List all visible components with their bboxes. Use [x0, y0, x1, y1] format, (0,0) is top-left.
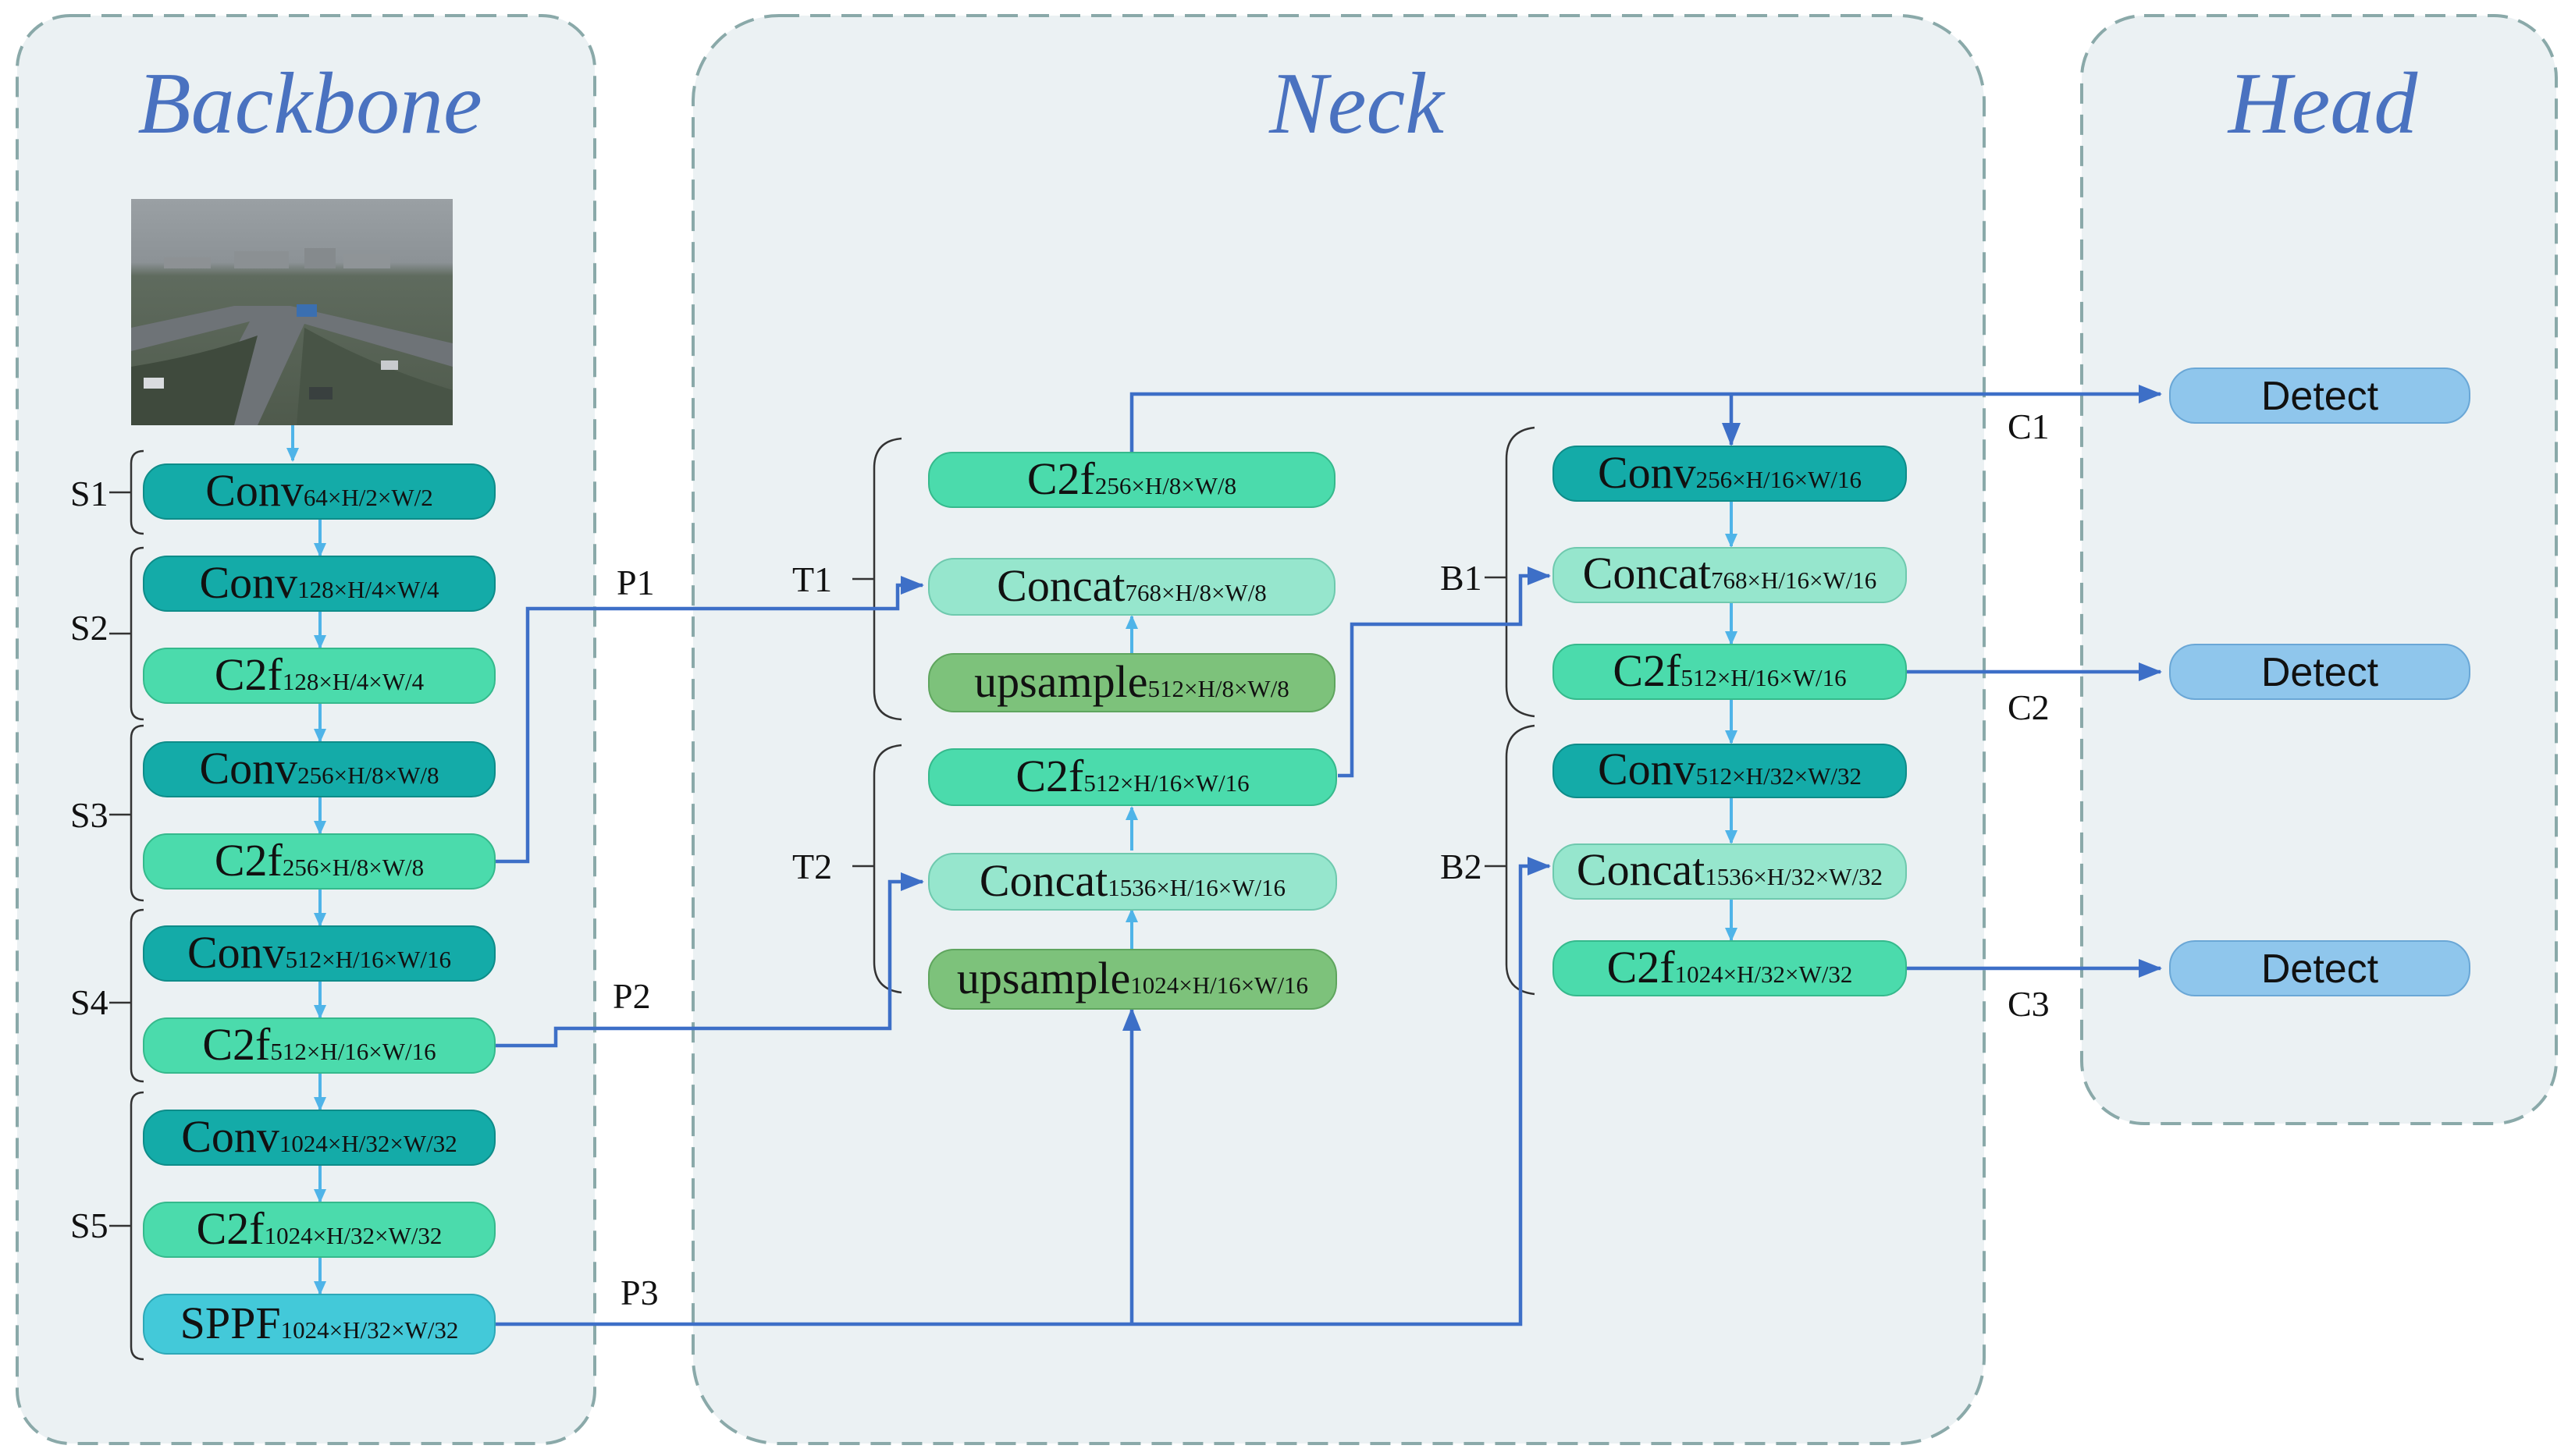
- svg-text:Concat768×H/8×W/8: Concat768×H/8×W/8: [997, 560, 1267, 611]
- stage-label-s1: S1: [70, 474, 108, 513]
- neck-node-t2-upsample: upsample1024×H/16×W/16: [928, 949, 1337, 1010]
- stage-label-b2: B2: [1440, 847, 1482, 886]
- svg-text:Conv512×H/32×W/32: Conv512×H/32×W/32: [1598, 744, 1862, 794]
- backbone-node-c2f5: C2f1024×H/32×W/32: [143, 1202, 496, 1258]
- neck-node-b1-conv: Conv256×H/16×W/16: [1552, 446, 1907, 502]
- stage-label-t1: T1: [792, 559, 832, 599]
- connection-label-c2: C2: [2008, 687, 2050, 727]
- stage-label-s4: S4: [70, 982, 108, 1022]
- connection-label-p1: P1: [617, 563, 655, 602]
- connection-label-p2: P2: [613, 976, 651, 1016]
- head-node-detect3: Detect: [2169, 940, 2470, 996]
- svg-text:SPPF1024×H/32×W/32: SPPF1024×H/32×W/32: [180, 1298, 459, 1348]
- svg-text:C2f512×H/16×W/16: C2f512×H/16×W/16: [1015, 751, 1249, 801]
- svg-text:Concat768×H/16×W/16: Concat768×H/16×W/16: [1583, 548, 1877, 598]
- p2-connection: [495, 872, 924, 1048]
- backbone-node-conv3: Conv256×H/8×W/8: [143, 741, 496, 797]
- neck-node-b2-conv: Conv512×H/32×W/32: [1552, 744, 1907, 798]
- svg-text:Detect: Detect: [2261, 946, 2379, 992]
- stage-label-b1: B1: [1440, 558, 1482, 598]
- head-node-detect1: Detect: [2169, 368, 2470, 424]
- svg-text:C2f1024×H/32×W/32: C2f1024×H/32×W/32: [197, 1203, 443, 1254]
- stage-label-t2: T2: [792, 847, 832, 886]
- neck-node-t2-c2f: C2f512×H/16×W/16: [928, 748, 1337, 806]
- backbone-node-conv4: Conv512×H/16×W/16: [143, 925, 496, 982]
- neck-flow-arrows: [1126, 501, 1737, 950]
- svg-text:Detect: Detect: [2261, 650, 2379, 695]
- svg-text:C2f512×H/16×W/16: C2f512×H/16×W/16: [202, 1019, 436, 1070]
- p3-connection: [495, 857, 1551, 1326]
- connection-label-c3: C3: [2008, 984, 2050, 1024]
- neck-title: Neck: [1268, 55, 1446, 152]
- backbone-node-conv5: Conv1024×H/32×W/32: [143, 1110, 496, 1166]
- svg-text:Conv256×H/8×W/8: Conv256×H/8×W/8: [199, 743, 439, 794]
- neck-stage-brackets: [852, 426, 1535, 996]
- svg-text:Concat1536×H/32×W/32: Concat1536×H/32×W/32: [1577, 844, 1883, 895]
- svg-text:C2f256×H/8×W/8: C2f256×H/8×W/8: [1027, 453, 1236, 504]
- svg-text:Conv512×H/16×W/16: Conv512×H/16×W/16: [187, 927, 451, 978]
- t1-to-head-c1: [1129, 385, 2162, 453]
- backbone-node-c2f3: C2f256×H/8×W/8: [143, 833, 496, 890]
- head-node-detect2: Detect: [2169, 644, 2470, 700]
- backbone-node-c2f4: C2f512×H/16×W/16: [143, 1017, 496, 1074]
- backbone-node-conv1: Conv64×H/2×W/2: [143, 463, 496, 520]
- stage-label-s5: S5: [70, 1206, 108, 1245]
- neck-node-t1-upsample: upsample512×H/8×W/8: [928, 653, 1336, 712]
- svg-text:upsample512×H/8×W/8: upsample512×H/8×W/8: [974, 656, 1289, 707]
- neck-node-t2-concat: Concat1536×H/16×W/16: [928, 853, 1337, 911]
- svg-text:C2f128×H/4×W/4: C2f128×H/4×W/4: [215, 649, 425, 700]
- neck-node-t1-concat: Concat768×H/8×W/8: [928, 558, 1336, 616]
- neck-node-b2-concat: Concat1536×H/32×W/32: [1552, 843, 1907, 900]
- t2-to-b1-connection: [1338, 566, 1551, 778]
- svg-text:Conv256×H/16×W/16: Conv256×H/16×W/16: [1598, 447, 1862, 498]
- backbone-stage-brackets: [109, 449, 144, 1361]
- svg-text:Concat1536×H/16×W/16: Concat1536×H/16×W/16: [980, 855, 1286, 906]
- svg-text:C2f1024×H/32×W/32: C2f1024×H/32×W/32: [1607, 942, 1853, 993]
- neck-panel: [692, 14, 1986, 1445]
- svg-text:Conv1024×H/32×W/32: Conv1024×H/32×W/32: [181, 1111, 457, 1162]
- svg-text:Conv128×H/4×W/4: Conv128×H/4×W/4: [199, 557, 439, 608]
- stage-label-s2: S2: [70, 608, 108, 648]
- svg-text:C2f512×H/16×W/16: C2f512×H/16×W/16: [1613, 645, 1846, 696]
- head-title: Head: [2227, 55, 2419, 152]
- neck-node-b1-concat: Concat768×H/16×W/16: [1552, 547, 1907, 603]
- svg-text:Detect: Detect: [2261, 374, 2379, 419]
- head-panel: [2080, 14, 2558, 1125]
- connection-label-p3: P3: [621, 1273, 659, 1312]
- neck-node-b1-c2f: C2f512×H/16×W/16: [1552, 644, 1907, 700]
- neck-node-t1-c2f: C2f256×H/8×W/8: [928, 452, 1336, 508]
- stage-label-s3: S3: [70, 795, 108, 835]
- p1-connection: [495, 576, 924, 864]
- connection-label-c1: C1: [2008, 407, 2050, 446]
- backbone-node-sppf: SPPF1024×H/32×W/32: [143, 1294, 496, 1355]
- svg-text:Conv64×H/2×W/2: Conv64×H/2×W/2: [205, 465, 433, 516]
- input-road-image: [131, 199, 453, 425]
- svg-text:upsample1024×H/16×W/16: upsample1024×H/16×W/16: [957, 953, 1308, 1003]
- backbone-title: Backbone: [137, 55, 482, 152]
- backbone-node-conv2: Conv128×H/4×W/4: [143, 556, 496, 612]
- backbone-node-c2f2: C2f128×H/4×W/4: [143, 648, 496, 704]
- cross-stage-connections: [495, 385, 2162, 1326]
- neck-node-b2-c2f: C2f1024×H/32×W/32: [1552, 940, 1907, 996]
- svg-text:C2f256×H/8×W/8: C2f256×H/8×W/8: [215, 835, 424, 886]
